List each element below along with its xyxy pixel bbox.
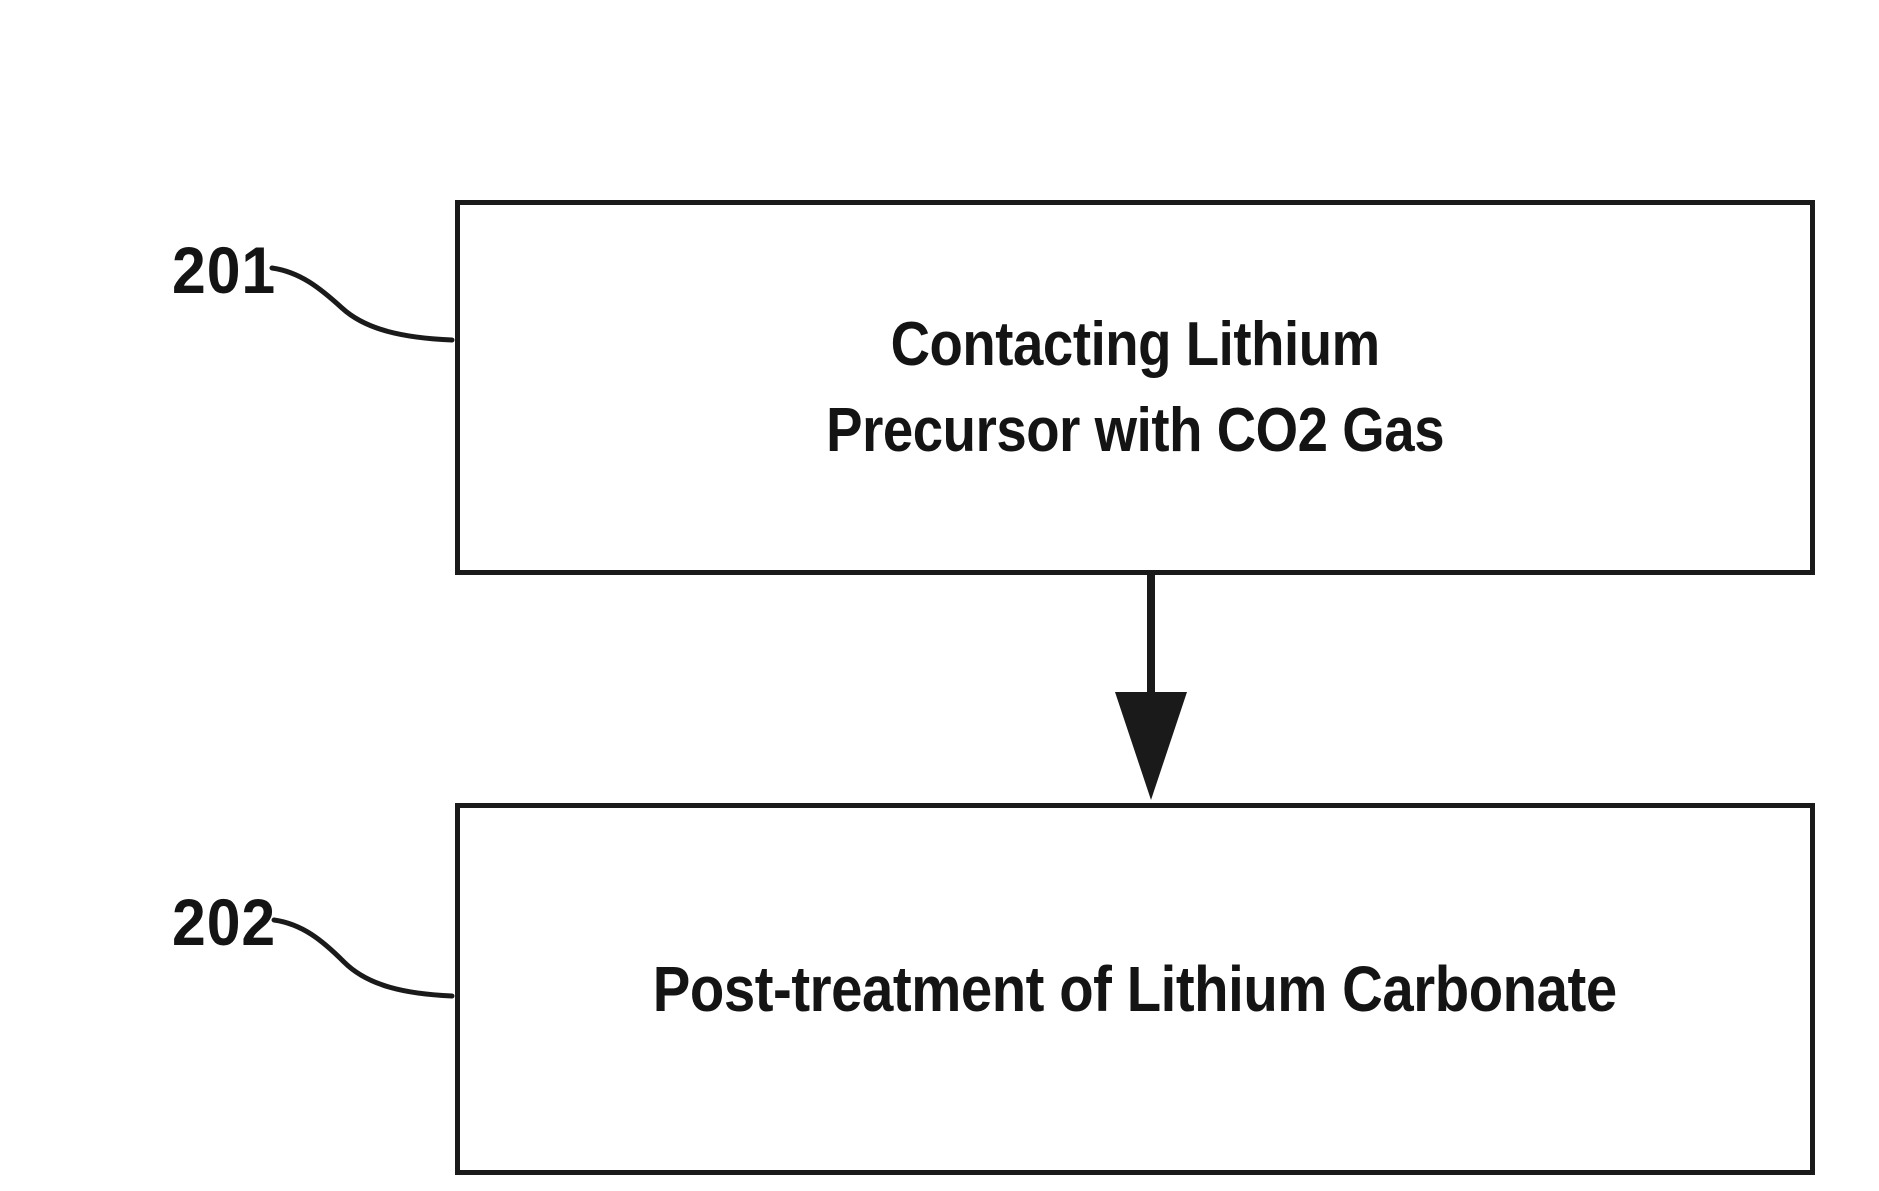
- reference-numeral-201: 201: [172, 233, 277, 307]
- arrowhead-icon: [1115, 692, 1187, 800]
- process-box-contacting-lithium-precursor[interactable]: Contacting Lithium Precursor with CO2 Ga…: [455, 200, 1815, 575]
- process-box-post-treatment-lithium-carbonate[interactable]: Post-treatment of Lithium Carbonate: [455, 803, 1815, 1175]
- process-box-202-label: Post-treatment of Lithium Carbonate: [653, 952, 1617, 1025]
- leader-line-202: [271, 917, 455, 999]
- reference-numeral-202: 202: [172, 885, 277, 959]
- process-box-201-label: Contacting Lithium Precursor with CO2 Ga…: [826, 309, 1444, 465]
- leader-line-201: [269, 265, 455, 343]
- arrow-201-to-202: [1115, 575, 1187, 800]
